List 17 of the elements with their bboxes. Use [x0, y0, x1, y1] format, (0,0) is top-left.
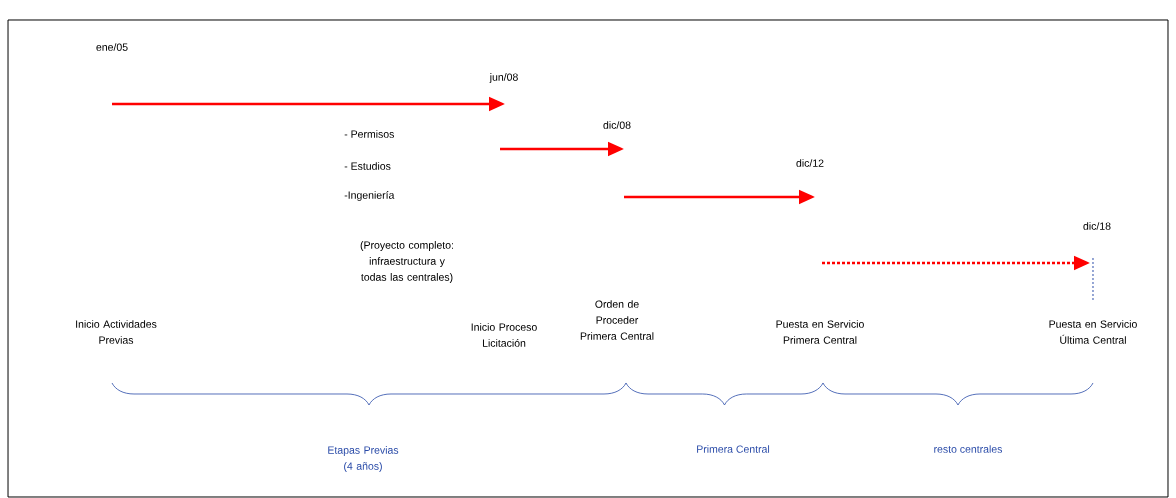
milestone-label: Puesta en Servicio Primera Central — [776, 320, 864, 344]
date-label: dic/18 — [1083, 222, 1111, 230]
date-label: ene/05 — [96, 43, 128, 51]
date-label: jun/08 — [489, 73, 518, 83]
list-item: -Ingeniería — [344, 191, 395, 201]
milestone-label: Puesta en Servicio Última Central — [1049, 320, 1137, 344]
milestone-label: Inicio Actividades Previas — [76, 320, 157, 344]
list-item: - Estudios — [344, 162, 391, 170]
date-label: dic/08 — [603, 121, 631, 129]
note-text: (Proyecto completo: infraestructura y todas las centrales) — [360, 241, 453, 283]
phase-label: Primera Central — [697, 445, 770, 453]
list-item: - Permisos — [344, 130, 394, 138]
phase-label: resto centrales — [934, 445, 1003, 453]
date-label: dic/12 — [796, 159, 824, 167]
phase-label: Etapas Previas (4 años) — [328, 446, 399, 472]
milestone-label: Inicio Proceso Licitación — [471, 323, 537, 347]
milestone-label: Orden de Proceder Primera Central — [580, 300, 654, 340]
